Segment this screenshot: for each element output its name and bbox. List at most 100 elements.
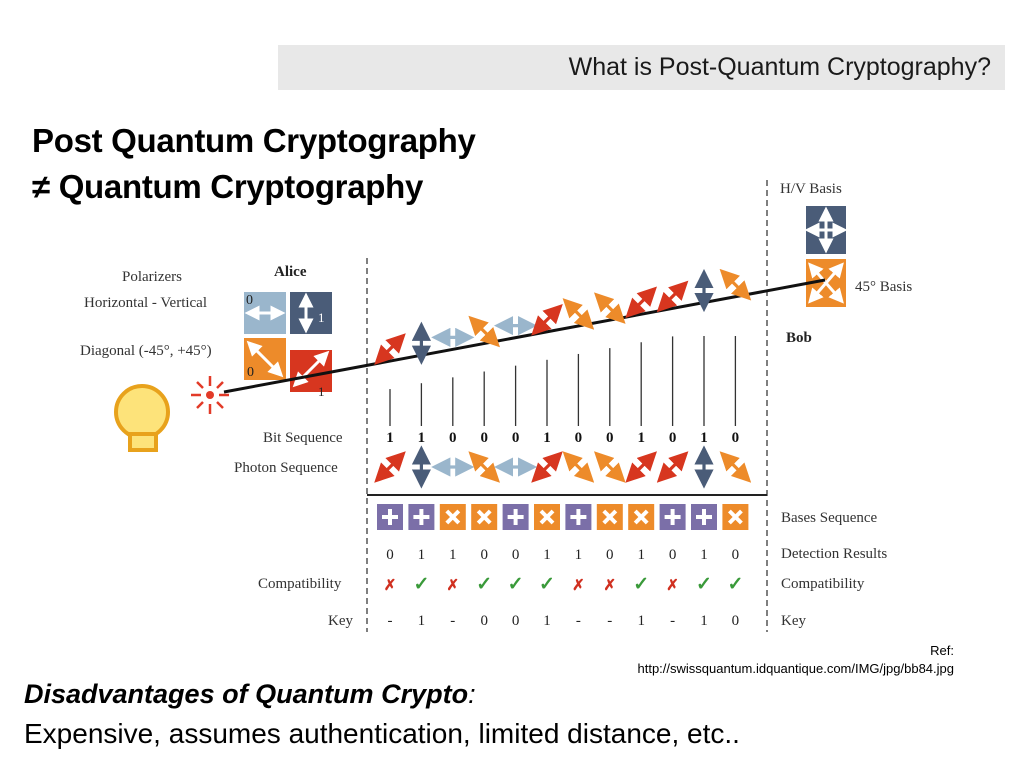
- bit-value: 1: [418, 430, 426, 446]
- detection-value: 1: [700, 547, 708, 563]
- detection-value: 0: [386, 547, 394, 563]
- pol-1-bottom: 1: [318, 384, 325, 399]
- compatible-check: ✓: [413, 574, 429, 595]
- detection-results-label: Detection Results: [781, 546, 887, 562]
- alice-polarizer-vertical: 1: [290, 292, 332, 334]
- bit-value: 0: [669, 430, 677, 446]
- key-value: -: [607, 613, 612, 629]
- alice-polarizer-diag-minus: 0: [244, 338, 286, 380]
- detection-value: 1: [543, 547, 551, 563]
- beam-photon-arrow: [625, 286, 657, 319]
- photon-sequence-arrow: [625, 451, 657, 483]
- bit-value: 1: [637, 430, 645, 446]
- compatible-check: ✓: [508, 574, 524, 595]
- key-value: -: [576, 613, 581, 629]
- key-value: -: [388, 613, 393, 629]
- reference-label: Ref:: [930, 643, 954, 658]
- polarizers-label: Polarizers: [122, 269, 182, 285]
- disadvantages-text: Expensive, assumes authentication, limit…: [24, 718, 740, 749]
- key-value: 0: [480, 613, 488, 629]
- pol-0-bottom: 0: [247, 365, 254, 380]
- bob-hv-basis-tile: [804, 206, 848, 254]
- heading-line-1: Post Quantum Cryptography: [32, 122, 476, 159]
- bit-value: 0: [512, 430, 519, 446]
- heading-line-2: ≠ Quantum Cryptography: [32, 168, 423, 206]
- pol-0-top: 0: [246, 293, 253, 308]
- photon-sequence-arrow: [719, 451, 752, 483]
- photon-sequence-arrow: [468, 451, 500, 483]
- photon-source-icon: [191, 376, 229, 414]
- detection-value: 1: [575, 547, 583, 563]
- sequence-layer: 10✗-11✓101✗-00✓000✓011✓101✗-00✗-11✓100✗-…: [374, 268, 752, 629]
- detection-value: 0: [606, 547, 614, 563]
- bit-sequence-label: Bit Sequence: [263, 430, 343, 446]
- bases-sequence-label: Bases Sequence: [781, 510, 878, 526]
- compatible-check: ✓: [633, 574, 649, 595]
- incompatible-cross: ✗: [384, 578, 397, 594]
- key-right-label: Key: [781, 613, 806, 629]
- incompatible-cross: ✗: [604, 578, 617, 594]
- key-value: 0: [512, 613, 519, 629]
- bit-value: 0: [480, 430, 488, 446]
- bit-value: 1: [543, 430, 551, 446]
- alice-polarizer-horizontal: 0: [244, 292, 286, 334]
- compatibility-left-label: Compatibility: [258, 576, 342, 592]
- detection-value: 0: [480, 547, 488, 563]
- photon-sequence-arrow: [656, 451, 689, 483]
- beam-photon-arrow: [531, 304, 563, 336]
- detection-value: 1: [418, 547, 426, 563]
- pol-1-top: 1: [318, 310, 325, 325]
- header-bar: What is Post-Quantum Cryptography?: [278, 45, 1005, 90]
- bb84-diagram: Polarizers Horizontal - Vertical Diagona…: [80, 180, 912, 632]
- incompatible-cross: ✗: [572, 578, 585, 594]
- bit-value: 0: [449, 430, 457, 446]
- detection-value: 1: [449, 547, 457, 563]
- key-left-label: Key: [328, 613, 353, 629]
- diagonal-label: Diagonal (-45°, +45°): [80, 343, 212, 359]
- photon-sequence-arrow: [562, 451, 595, 483]
- beam-photon-arrow: [656, 280, 689, 313]
- photon-sequence-arrow: [594, 451, 626, 483]
- hv-basis-label: H/V Basis: [780, 181, 842, 197]
- key-value: 1: [418, 613, 426, 629]
- beam-photon-arrow: [374, 333, 406, 365]
- key-value: 1: [637, 613, 645, 629]
- key-value: -: [670, 613, 675, 629]
- compatible-check: ✓: [696, 574, 712, 595]
- disadvantages-colon: :: [468, 679, 476, 709]
- beam-photon-arrow: [719, 268, 752, 301]
- basis-45-label: 45° Basis: [855, 279, 912, 295]
- disadvantages-title-text: Disadvantages of Quantum Crypto: [24, 679, 469, 709]
- heading-line-2-text: Quantum Cryptography: [58, 168, 424, 205]
- compatibility-right-label: Compatibility: [781, 576, 865, 592]
- slide-title: What is Post-Quantum Cryptography?: [568, 53, 991, 81]
- detection-value: 0: [512, 547, 519, 563]
- detection-value: 0: [669, 547, 677, 563]
- compatible-check: ✓: [727, 574, 743, 595]
- photon-sequence-arrow: [531, 451, 563, 483]
- key-value: -: [450, 613, 455, 629]
- bit-value: 0: [732, 430, 740, 446]
- alice-polarizer-diag-plus: 1: [290, 350, 332, 399]
- alice-label: Alice: [274, 264, 307, 280]
- photon-sequence-arrow: [374, 451, 406, 483]
- bob-label: Bob: [786, 330, 812, 346]
- photon-sequence-label: Photon Sequence: [234, 460, 338, 476]
- bit-value: 0: [606, 430, 614, 446]
- not-equal-symbol: ≠: [32, 168, 50, 205]
- incompatible-cross: ✗: [666, 578, 679, 594]
- bob-45-basis-tile: [806, 259, 846, 307]
- bit-value: 1: [700, 430, 708, 446]
- compatible-check: ✓: [539, 574, 555, 595]
- detection-value: 0: [732, 547, 740, 563]
- beam-photon-arrow: [594, 292, 626, 324]
- key-value: 0: [732, 613, 740, 629]
- compatible-check: ✓: [476, 574, 492, 595]
- beam-photon-arrow: [468, 315, 500, 348]
- horizontal-vertical-label: Horizontal - Vertical: [84, 295, 207, 311]
- bit-value: 1: [386, 430, 394, 446]
- reference-url[interactable]: http://swissquantum.idquantique.com/IMG/…: [637, 661, 954, 676]
- detection-value: 1: [637, 547, 645, 563]
- bit-value: 0: [575, 430, 583, 446]
- key-value: 1: [543, 613, 551, 629]
